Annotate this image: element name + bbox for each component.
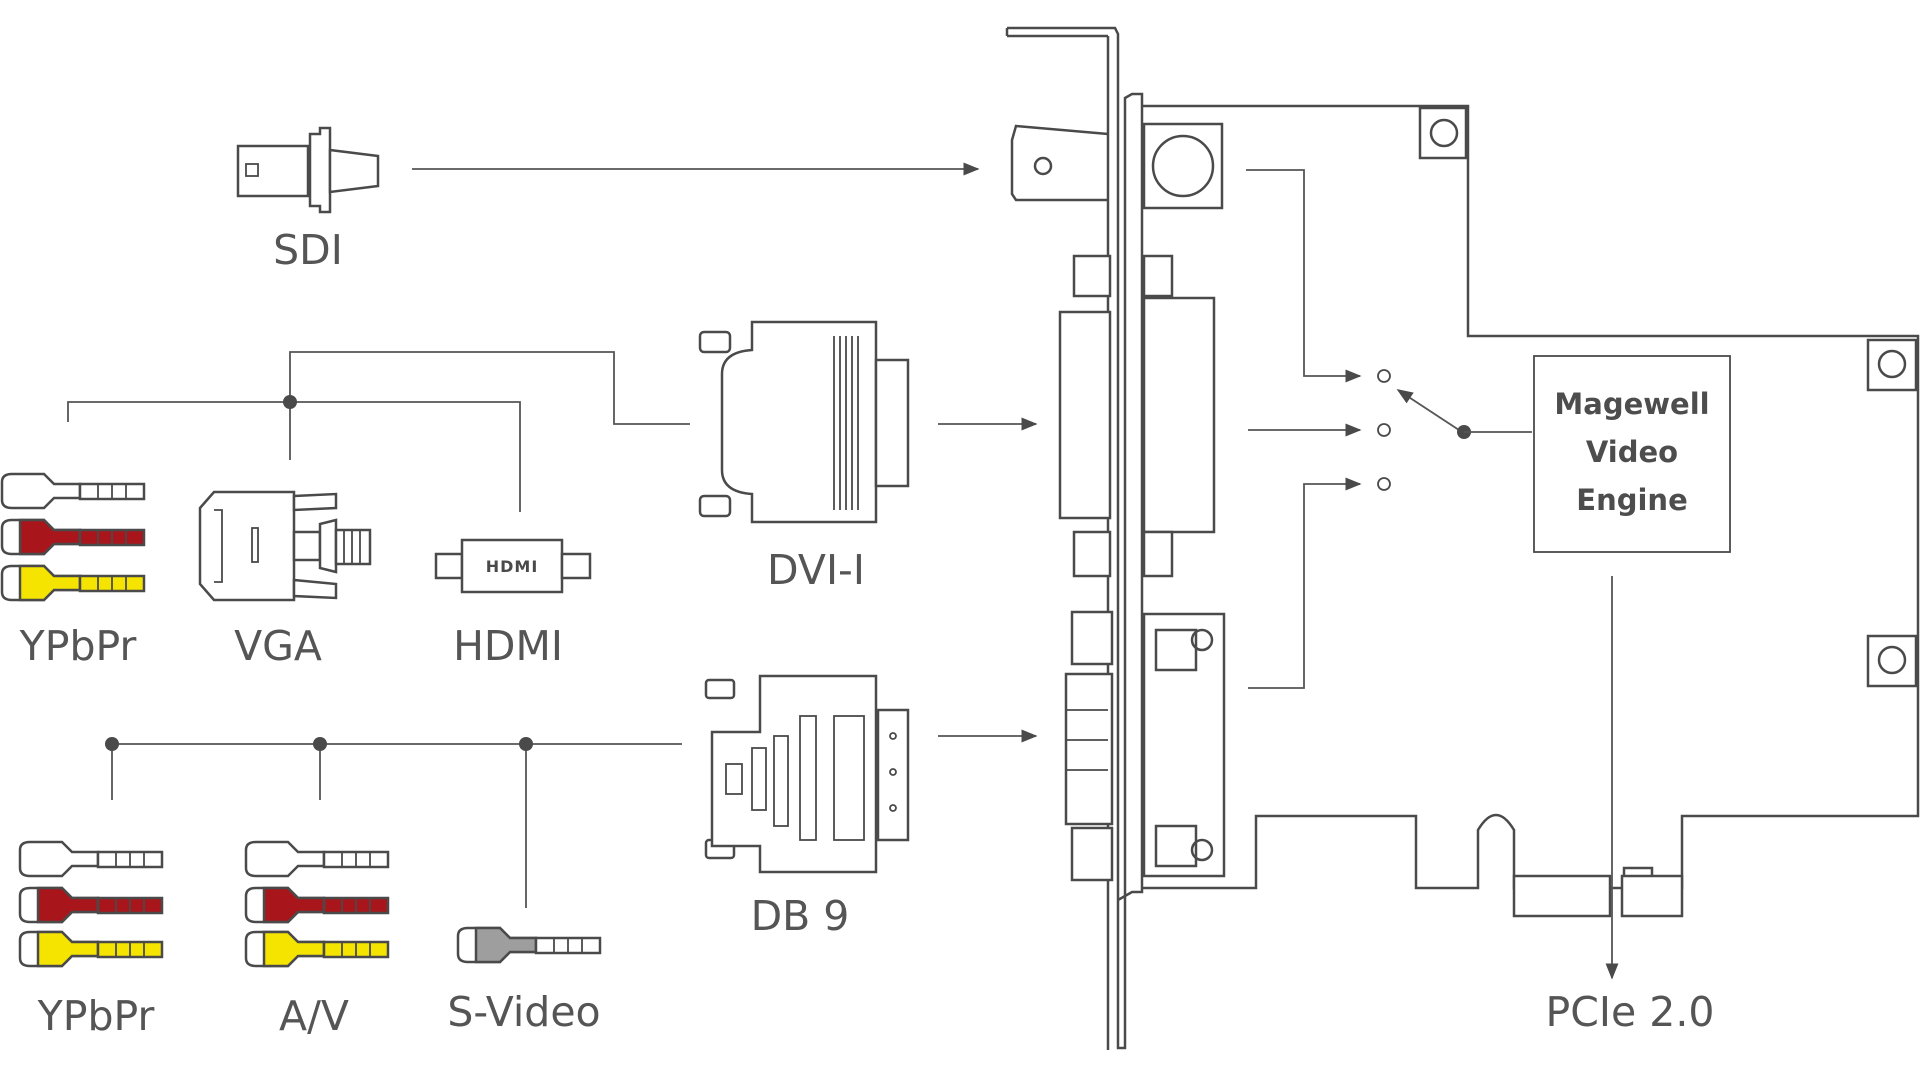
pcie-card: Magewell Video Engine PCIe 2.0 bbox=[1005, 26, 1920, 1050]
analog-wiring-bottom bbox=[105, 737, 682, 908]
ypbpr-bottom-connector: YPbPr bbox=[18, 840, 164, 1040]
dvi-port bbox=[1058, 254, 1216, 578]
engine-label-line3: Engine bbox=[1576, 483, 1687, 517]
ypbpr-bottom-label: YPbPr bbox=[37, 992, 155, 1040]
hdmi-logo: HDMI bbox=[486, 557, 539, 576]
dvi-label: DVI-I bbox=[767, 546, 865, 594]
av-connector: A/V bbox=[244, 840, 390, 1040]
sdi-bnc-port bbox=[1010, 122, 1224, 210]
red-rca-plug bbox=[0, 518, 146, 556]
yellow-rca-plug bbox=[244, 930, 390, 968]
av-label: A/V bbox=[279, 992, 349, 1040]
yellow-rca-plug bbox=[18, 930, 164, 968]
db9-label: DB 9 bbox=[751, 892, 850, 940]
mounting-hole-icon bbox=[1866, 338, 1918, 392]
hdmi-connector: HDMI HDMI bbox=[434, 538, 592, 670]
pcie-label: PCIe 2.0 bbox=[1546, 988, 1715, 1036]
sdi-connector: SDI bbox=[236, 126, 380, 274]
vga-connector: VGA bbox=[198, 490, 372, 670]
db9-plug: DB 9 bbox=[704, 674, 910, 940]
mounting-hole-icon bbox=[1866, 634, 1918, 688]
red-rca-plug bbox=[18, 886, 164, 924]
vga-label: VGA bbox=[234, 622, 322, 670]
engine-label-line1: Magewell bbox=[1554, 387, 1709, 421]
pcb-outline bbox=[1142, 104, 1920, 890]
engine-label-line2: Video bbox=[1586, 435, 1678, 469]
ypbpr-top-connector: YPbPr bbox=[0, 472, 146, 670]
dvi-plug: DVI-I bbox=[698, 320, 910, 594]
red-rca-plug bbox=[244, 886, 390, 924]
mounting-hole-icon bbox=[1418, 106, 1468, 160]
analog-wiring-top bbox=[67, 351, 690, 512]
hdmi-label: HDMI bbox=[453, 622, 563, 670]
sdi-label: SDI bbox=[273, 226, 343, 274]
yellow-rca-plug bbox=[0, 564, 146, 602]
svideo-label: S-Video bbox=[447, 988, 600, 1036]
mounting-bracket bbox=[1007, 26, 1144, 1050]
input-switch bbox=[1246, 169, 1532, 689]
db9-port bbox=[1064, 610, 1226, 882]
ypbpr-top-label: YPbPr bbox=[19, 622, 137, 670]
video-engine-box: Magewell Video Engine bbox=[1533, 355, 1731, 553]
pcie-gold-fingers bbox=[1512, 874, 1684, 918]
svideo-connector: S-Video bbox=[447, 926, 602, 1036]
